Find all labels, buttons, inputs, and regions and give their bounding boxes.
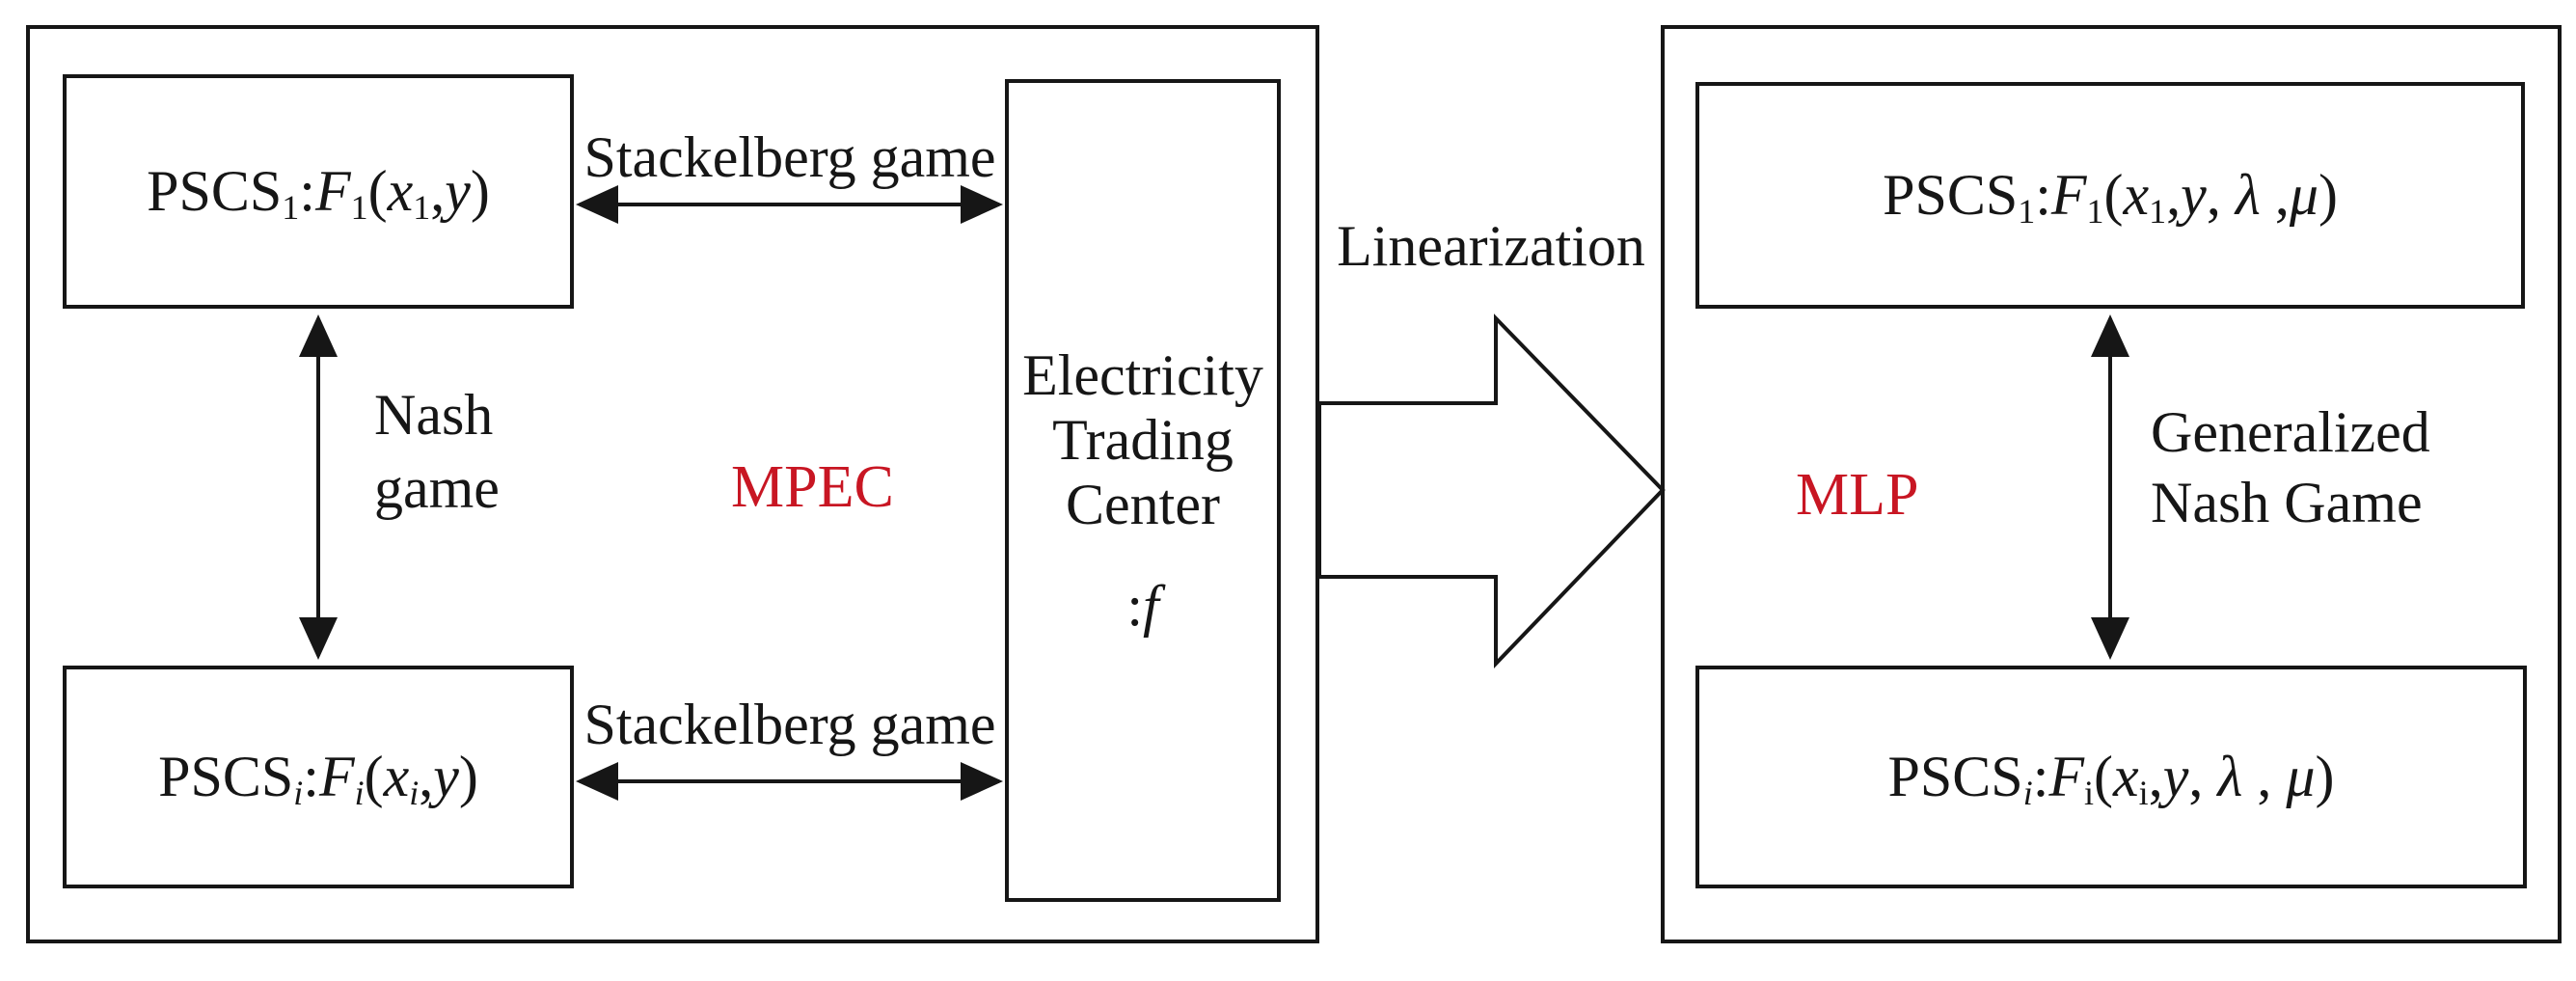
linearization-label: Linearization xyxy=(1337,214,1645,278)
stackelberg-bottom-label: Stackelberg game xyxy=(583,693,996,756)
pscs1-mlp-label: PSCS1:F1(x1,y, λ ,μ) xyxy=(1883,163,2338,231)
mpec-label: MPEC xyxy=(731,454,894,520)
electricity-trading-center-box: Electricity Trading Center :f xyxy=(1005,79,1281,902)
stackelberg-top-label: Stackelberg game xyxy=(583,125,996,189)
pscs1-mpec-box: PSCS1:F1(x1,y) xyxy=(63,74,574,309)
linearization-block-arrow-icon xyxy=(1317,313,1666,668)
etc-objective-f-label: :f xyxy=(1126,573,1159,638)
pscsi-mpec-label: PSCSi:Fi(xi,y) xyxy=(158,745,478,812)
mlp-label: MLP xyxy=(1796,462,1919,528)
electricity-trading-center-label: Electricity Trading Center xyxy=(1022,342,1263,536)
pscs1-mpec-label: PSCS1:F1(x1,y) xyxy=(147,159,490,227)
pscs1-mlp-box: PSCS1:F1(x1,y, λ ,μ) xyxy=(1695,82,2525,309)
pscsi-mlp-box: PSCSi:Fi(xi,y, λ , μ) xyxy=(1695,666,2527,888)
pscsi-mlp-label: PSCSi:Fi(xi,y, λ , μ) xyxy=(1887,745,2335,812)
pscsi-mpec-box: PSCSi:Fi(xi,y) xyxy=(63,666,574,888)
